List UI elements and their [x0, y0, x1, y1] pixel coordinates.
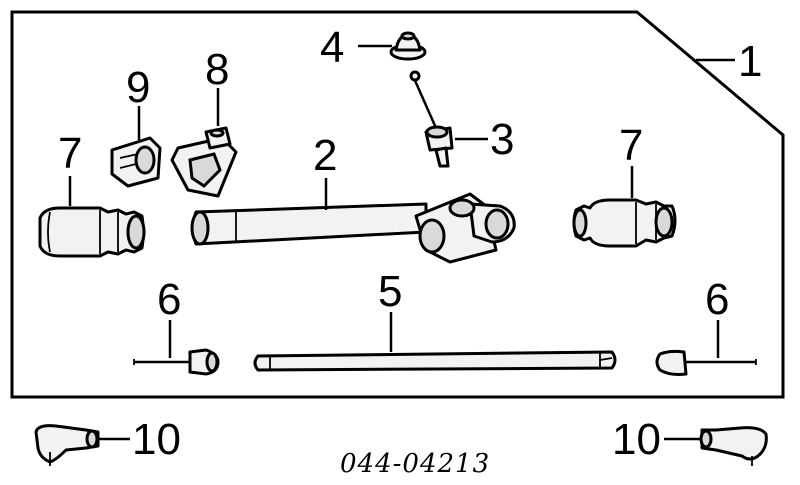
part-8-mounting-bracket — [170, 126, 238, 198]
part-3-pinion-valve — [409, 70, 454, 168]
label-part-6-right: 6 — [705, 275, 729, 324]
label-part-4: 4 — [320, 23, 344, 72]
part-4-grommet — [389, 31, 427, 61]
label-part-8: 8 — [205, 45, 229, 94]
label-part-6-left: 6 — [157, 275, 181, 324]
part-code: 044-04213 — [340, 449, 490, 479]
label-part-2: 2 — [313, 131, 337, 180]
part-9-insulator — [110, 136, 162, 188]
label-part-5: 5 — [378, 267, 402, 316]
label-part-7-right: 7 — [619, 121, 643, 170]
assembly-frame — [10, 10, 785, 399]
label-part-10-right: 10 — [612, 415, 661, 464]
label-part-7-left: 7 — [58, 129, 82, 178]
part-2-rack-housing — [190, 192, 516, 264]
part-7-right-boot — [572, 198, 677, 248]
part-5-rack-bar — [253, 350, 617, 372]
part-10-left-tie-rod-end — [34, 424, 100, 466]
part-7-left-boot — [38, 206, 146, 258]
label-part-10-left: 10 — [132, 415, 181, 464]
label-part-3: 3 — [490, 115, 514, 164]
part-6-left-inner-tie-rod — [133, 348, 220, 376]
label-part-9: 9 — [126, 63, 150, 112]
part-10-right-tie-rod-end — [699, 426, 768, 466]
label-part-1: 1 — [738, 37, 762, 86]
part-6-right-inner-tie-rod — [655, 349, 757, 376]
